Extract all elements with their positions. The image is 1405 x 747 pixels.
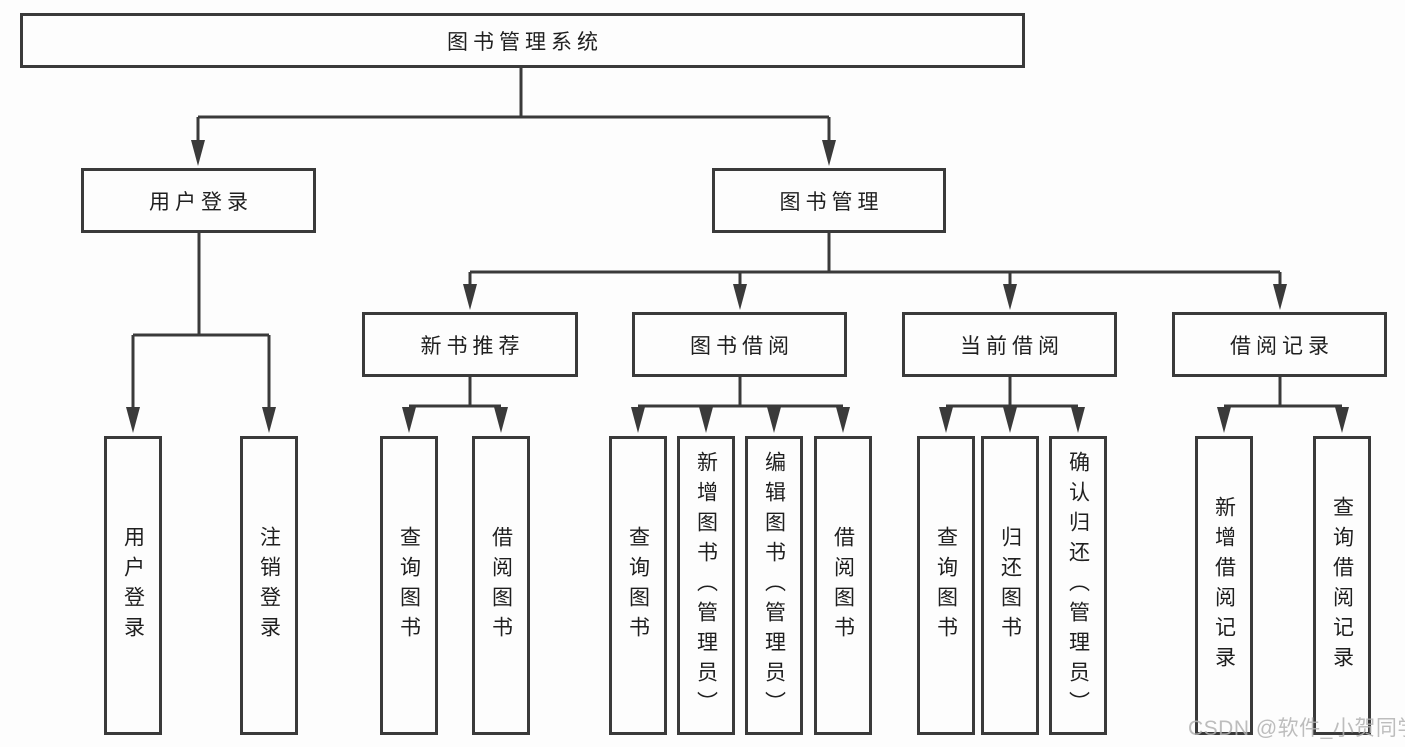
node-leaf-edit-books-admin: 编辑图书（管理员） [745, 436, 803, 735]
node-current-borrowing: 当前借阅 [902, 312, 1117, 377]
node-root-system: 图书管理系统 [20, 13, 1025, 68]
node-root-system-label: 图书管理系统 [447, 30, 603, 54]
node-leaf-borrow-books-label: 借阅图书 [831, 525, 855, 646]
node-leaf-query-books-recommend-label: 查询图书 [397, 525, 421, 646]
node-leaf-logout: 注销登录 [240, 436, 298, 735]
csdn-watermark: CSDN @软件_小贺同学 [1188, 717, 1405, 740]
node-leaf-return-books: 归还图书 [981, 436, 1039, 735]
node-user-login: 用户登录 [81, 168, 316, 233]
connector-path [131, 68, 1342, 409]
node-leaf-add-books-admin: 新增图书（管理员） [677, 436, 735, 735]
node-leaf-confirm-return-admin-label: 确认归还（管理员） [1066, 450, 1090, 721]
node-leaf-return-books-label: 归还图书 [998, 525, 1022, 646]
node-leaf-query-borrow-record-label: 查询借阅记录 [1330, 495, 1354, 676]
node-leaf-query-books-recommend: 查询图书 [380, 436, 438, 735]
node-book-management-label: 图书管理 [779, 190, 884, 214]
node-leaf-query-books-current-label: 查询图书 [934, 525, 958, 646]
node-new-book-recommend-label: 新书推荐 [420, 334, 525, 358]
node-leaf-query-books-current: 查询图书 [917, 436, 975, 735]
node-leaf-borrow-books: 借阅图书 [814, 436, 872, 735]
node-leaf-confirm-return-admin: 确认归还（管理员） [1049, 436, 1107, 735]
node-leaf-user-login: 用户登录 [104, 436, 162, 735]
node-book-borrowing-label: 图书借阅 [690, 334, 794, 358]
node-book-management: 图书管理 [712, 168, 946, 233]
node-leaf-logout-label: 注销登录 [257, 525, 281, 646]
node-borrowing-records: 借阅记录 [1172, 312, 1387, 377]
node-user-login-label: 用户登录 [149, 190, 253, 214]
node-leaf-add-books-admin-label: 新增图书（管理员） [694, 450, 718, 721]
node-leaf-add-borrow-record-label: 新增借阅记录 [1212, 495, 1236, 676]
node-leaf-borrow-books-recommend: 借阅图书 [472, 436, 530, 735]
node-leaf-borrow-books-recommend-label: 借阅图书 [489, 525, 513, 646]
node-current-borrowing-label: 当前借阅 [960, 334, 1064, 358]
node-leaf-add-borrow-record: 新增借阅记录 [1195, 436, 1253, 735]
node-leaf-user-login-label: 用户登录 [121, 525, 145, 646]
node-leaf-query-books-borrowing-label: 查询图书 [626, 525, 650, 646]
node-new-book-recommend: 新书推荐 [362, 312, 578, 377]
node-book-borrowing: 图书借阅 [632, 312, 847, 377]
arrowhead-icons [126, 140, 1349, 433]
node-borrowing-records-label: 借阅记录 [1230, 334, 1334, 358]
node-leaf-query-books-borrowing: 查询图书 [609, 436, 667, 735]
node-leaf-edit-books-admin-label: 编辑图书（管理员） [762, 450, 786, 721]
node-leaf-query-borrow-record: 查询借阅记录 [1313, 436, 1371, 735]
